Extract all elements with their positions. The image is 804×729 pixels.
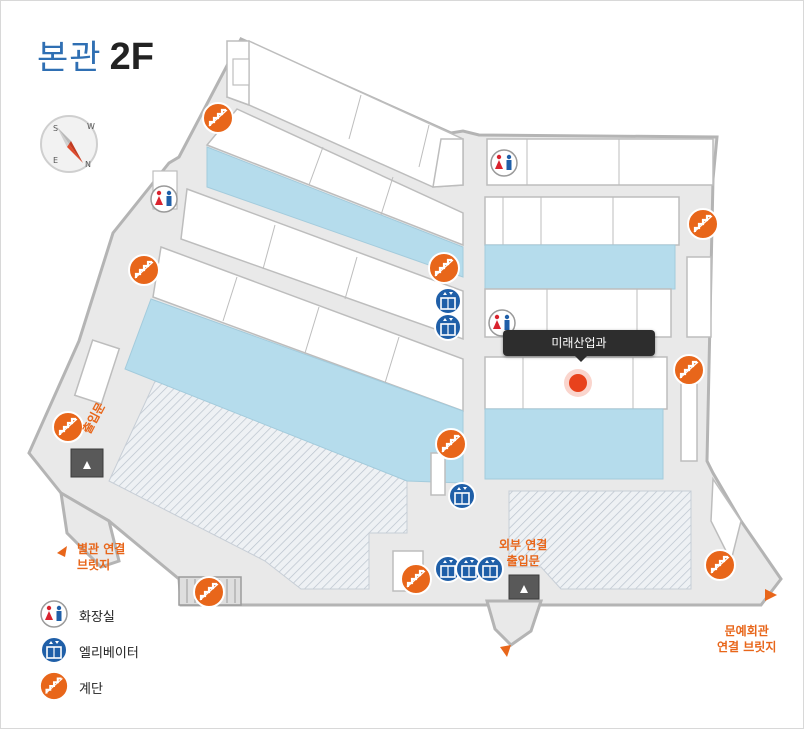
stairs-icon[interactable] <box>703 548 737 582</box>
stairs-icon[interactable] <box>427 251 461 285</box>
elevator-icon <box>40 636 68 664</box>
restroom-icon <box>40 600 68 628</box>
stairs-icon[interactable] <box>399 562 433 596</box>
stairs-icon[interactable] <box>192 575 226 609</box>
external-entrance-label: 외부 연결 출입문 <box>499 538 548 568</box>
entrance-marker-west[interactable] <box>70 448 104 478</box>
annex-bridge-label: 별관 연결 브릿지 <box>77 542 126 572</box>
stairs-icon[interactable] <box>672 353 706 387</box>
restroom-icon[interactable] <box>490 149 518 177</box>
elevator-icon[interactable] <box>448 482 476 510</box>
central-wing <box>152 58 742 592</box>
bridge-arrow-external <box>500 645 511 657</box>
legend-label: 계단 <box>79 682 103 697</box>
stairs-icon[interactable] <box>201 101 235 135</box>
elevator-icon[interactable] <box>434 313 462 341</box>
stairs-icon[interactable] <box>686 207 720 241</box>
stairs-icon[interactable] <box>127 253 161 287</box>
entrance-marker-external[interactable] <box>508 574 540 600</box>
legend-label: 엘리베이터 <box>79 646 139 661</box>
compass-icon: S W E N <box>40 115 98 173</box>
stairs-icon <box>39 671 69 701</box>
bridge-arrow-annex <box>57 546 67 557</box>
stairs-icon[interactable] <box>51 410 85 444</box>
culture-bridge-label: 문예회관 연결 브릿지 <box>717 624 777 654</box>
location-marker[interactable] <box>564 369 592 397</box>
legend-label: 화장실 <box>79 610 115 625</box>
stairs-icon[interactable] <box>434 427 468 461</box>
building-name: 본관 <box>37 38 102 78</box>
elevator-icon[interactable] <box>434 287 462 315</box>
outdoor-areas <box>108 376 692 590</box>
compass-letter-e: E <box>53 156 58 165</box>
location-tooltip: 미래산업과 <box>503 330 655 362</box>
compass-letter-n: N <box>85 160 91 169</box>
bridge-arrow-culture <box>765 589 777 601</box>
compass-letter-s: S <box>53 124 58 133</box>
compass-letter-w: W <box>87 122 95 131</box>
restroom-icon[interactable] <box>150 185 178 213</box>
floor-number: 2F <box>109 36 154 78</box>
